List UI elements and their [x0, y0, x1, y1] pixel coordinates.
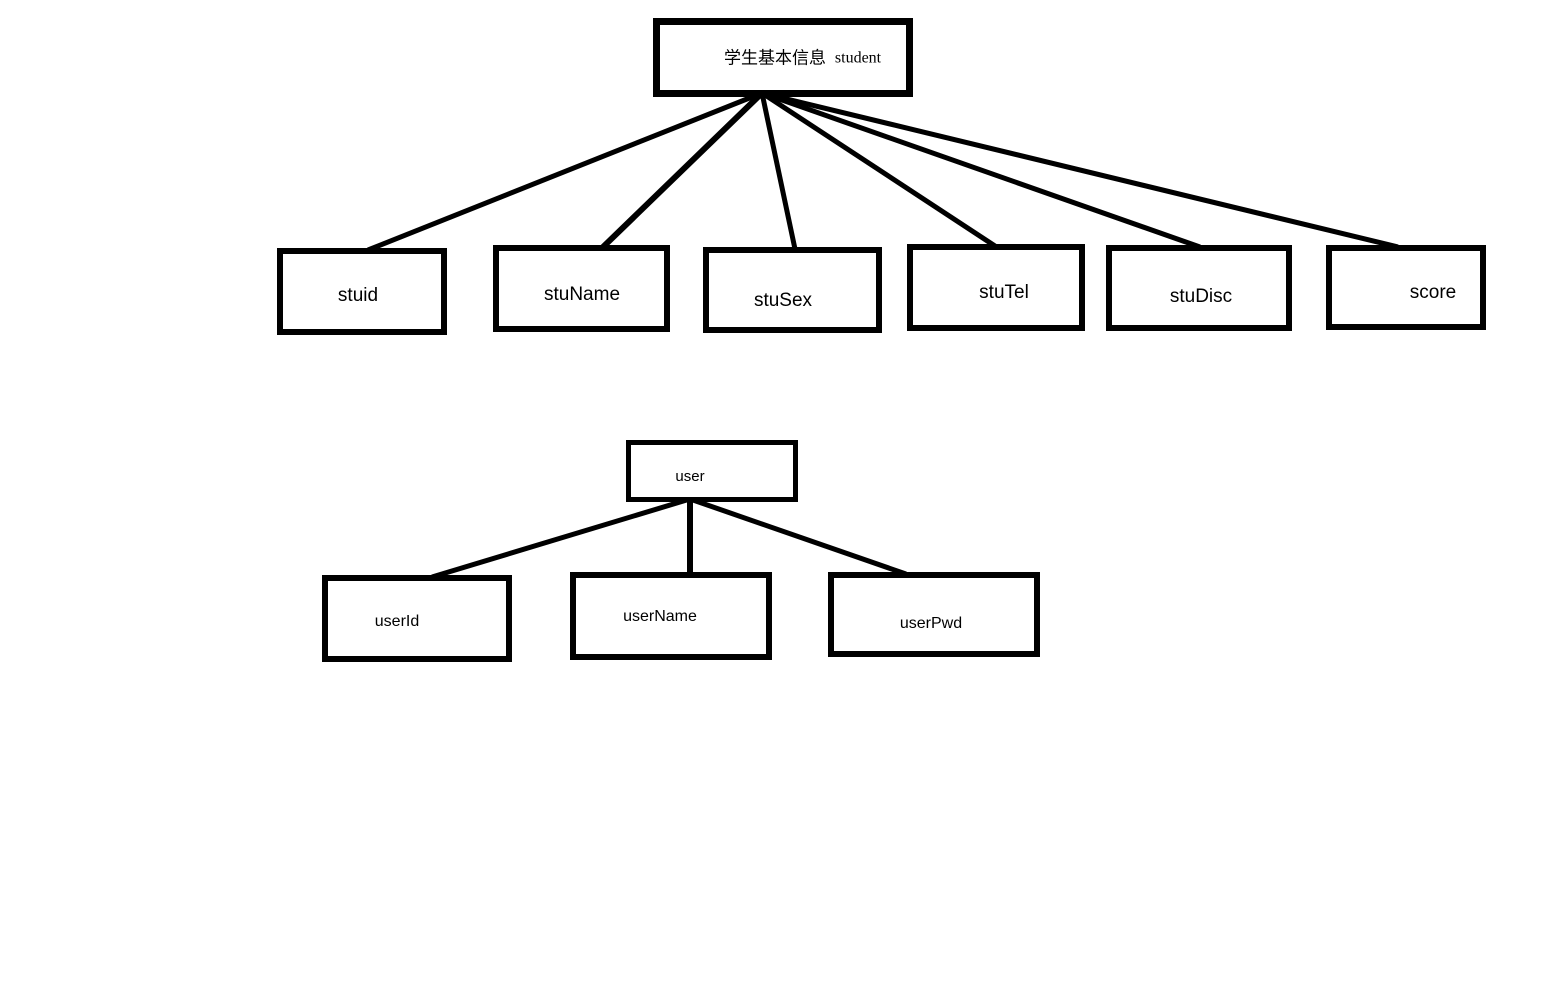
node-box-stuName	[493, 245, 670, 332]
node-label-stuTel: stuTel	[979, 282, 1029, 303]
node-user[interactable]: user	[626, 440, 798, 502]
node-label-stuid: stuid	[338, 285, 378, 306]
node-label-userId: userId	[375, 613, 419, 630]
node-stuTel[interactable]: stuTel	[907, 244, 1085, 331]
node-box-stuDisc	[1106, 245, 1292, 331]
edge-student-to-stuName	[600, 90, 765, 250]
node-label-cn-student: 学生基本信息	[724, 48, 826, 67]
edge-student-to-score	[761, 90, 1399, 250]
node-box-stuTel	[907, 244, 1085, 331]
node-stuDisc[interactable]: stuDisc	[1106, 245, 1292, 331]
edge-user-to-userId	[431, 496, 691, 580]
node-stuName[interactable]: stuName	[493, 245, 670, 332]
nodes-layer: 学生基本信息 student stuid stuName stuSex stuTel stu…	[277, 18, 1486, 662]
edge-student-to-stuSex	[759, 92, 798, 250]
node-userName[interactable]: userName	[570, 572, 772, 660]
node-label-userName: userName	[623, 608, 697, 625]
node-box-stuid	[277, 248, 447, 335]
node-student[interactable]: 学生基本信息 student	[653, 18, 913, 97]
node-box-userPwd	[828, 572, 1040, 657]
node-label-stuName: stuName	[544, 284, 620, 305]
edge-student-to-stuid	[367, 90, 763, 253]
node-label-score: score	[1410, 282, 1456, 303]
node-userPwd[interactable]: userPwd	[828, 572, 1040, 657]
node-score[interactable]: score	[1326, 245, 1486, 330]
node-label-stuDisc: stuDisc	[1170, 286, 1232, 307]
edges-layer	[367, 90, 1399, 580]
node-box-user	[626, 440, 798, 502]
node-stuid[interactable]: stuid	[277, 248, 447, 335]
node-box-userName	[570, 572, 772, 660]
node-box-userId	[322, 575, 512, 662]
edge-student-to-stuTel	[760, 90, 997, 249]
edge-student-to-stuDisc	[761, 90, 1201, 250]
node-label-userPwd: userPwd	[900, 615, 962, 632]
node-label-stuSex: stuSex	[754, 290, 813, 311]
node-userId[interactable]: userId	[322, 575, 512, 662]
node-label-en-user: user	[675, 468, 704, 485]
node-box-student	[653, 18, 913, 97]
node-box-score	[1326, 245, 1486, 330]
node-label-en-student: student	[835, 50, 882, 67]
edge-user-to-userPwd	[689, 496, 907, 577]
node-stuSex[interactable]: stuSex	[703, 247, 882, 333]
node-box-stuSex	[703, 247, 882, 333]
